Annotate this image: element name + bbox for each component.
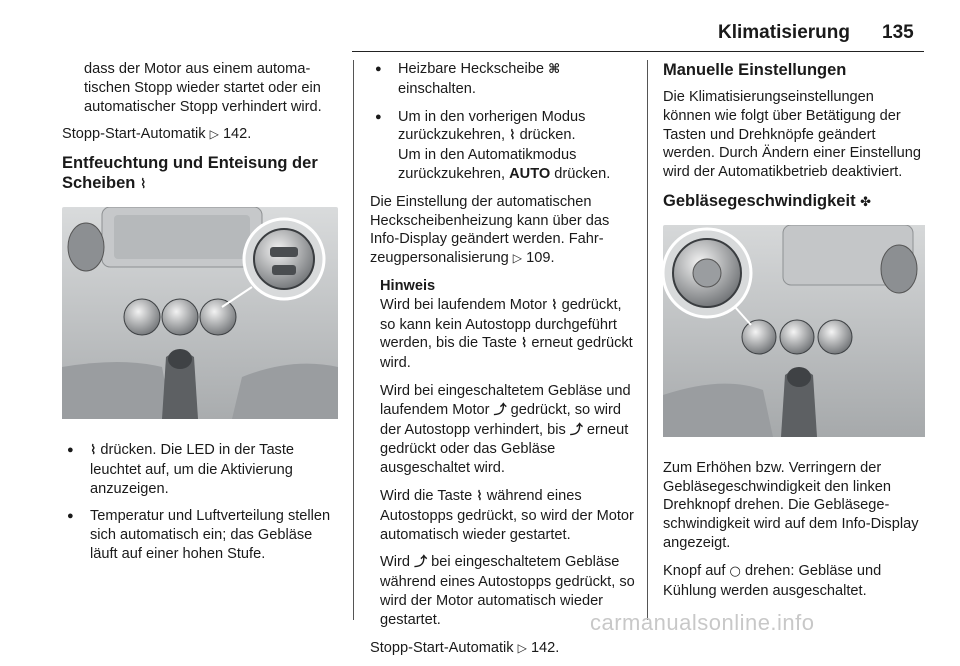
list-item: Temperatur und Luftverteilung stellen si… [62,507,340,563]
paragraph: Die Klimatisierungseinstellungen können … [663,89,921,181]
rear-window-heater-icon: ⌘ [548,62,561,77]
section-heading-fan-speed: Gebläsegeschwindigkeit ✤ [663,191,925,213]
note-block: Hinweis Wird bei laufendem Motor ⌇ gedrü… [370,277,636,630]
defrost-icon: ⌇ [509,128,516,144]
note-paragraph: Wird bei eingeschaltetem Gebläse und lau… [380,382,636,478]
paragraph: Knopf auf ○ drehen: Gebläse und Kühlung … [663,562,925,601]
column-3: Manuelle Einstellungen Die Klimatisierun… [663,60,925,609]
column-divider-2 [647,60,648,620]
list-item-text: drücken. Die LED in der Taste leuchtet a… [90,441,295,497]
column-1: dass der Motor aus einem automa­tischen … [62,60,340,573]
defrost-icon: ⌇ [90,442,97,458]
cross-reference: Stopp-Start-Automatik ▷ 142. [370,639,636,658]
defrost-icon: ⌇ [476,488,483,504]
note-paragraph: Wird bei laufendem Motor ⌇ gedrückt, so … [380,296,636,373]
note-text: Wird [380,554,410,571]
list-item: Um in den vorherigen Modus zurückzukehre… [370,108,636,184]
paragraph-text: Die Einstellung der automatischen Hecksc… [370,193,610,267]
note-text: gedrückt, so wird der Autostopp verhinde… [380,401,621,438]
list-item-text: drücken. [554,165,611,182]
note-text: erneut gedrückt wird. [380,335,633,372]
reference-page: 142. [222,126,252,143]
paragraph-continuation: dass der Motor aus einem automa­tischen … [84,61,322,115]
reference-arrow-icon: ▷ [517,640,527,655]
note-text: gedrückt, so kann kein Autostopp durchge… [380,296,622,352]
header-title: Klimatisierung [718,22,850,43]
reference-text: Stopp-Start-Automatik [62,126,206,143]
note-paragraph: Wird ⤴ bei eingeschaltetem Gebläse währe… [380,553,636,629]
section-heading-manual: Manuelle Einstellungen [663,61,847,79]
reference-arrow-icon: ▷ [209,127,219,142]
note-text: erneut gedrückt oder das Gebläse ausgesc… [380,421,629,477]
watermark-url: carmanualsonline.info [590,610,815,635]
list-item-text: Um in den Automatikmodus zurückzukehren, [398,147,577,182]
list-item-text: einschalten. [398,80,476,97]
defrost-icon: ⌇ [551,297,558,313]
reference-page: 109. [526,250,555,267]
list-item-text: Um in den vorherigen Modus zurückzukehre… [398,108,586,144]
note-title: Hinweis [380,277,436,294]
page-number: 135 [882,22,914,43]
recirculation-icon: ⤴ [569,422,583,438]
column-divider-1 [353,60,354,620]
list-item: ⌇ drücken. Die LED in der Taste leuchtet… [62,441,340,498]
note-text: Wird bei eingeschaltetem Gebläse und lau… [380,382,631,418]
paragraph-text: Knopf auf [663,562,726,579]
note-paragraph: Wird die Taste ⌇ während eines Autostopp… [380,487,636,544]
climate-control-photo [62,207,338,425]
header-rule [352,51,924,52]
reference-arrow-icon: ▷ [512,251,523,266]
note-text: bei eingeschaltetem Gebläse während eine… [380,554,635,628]
note-text: Wird die Taste [380,487,473,504]
paragraph-text: drehen: Gebläse und Kühlung werden ausge… [663,562,882,599]
cross-reference: Stopp-Start-Automatik ▷ 142. [62,125,340,144]
heading-text: Entfeuchtung und Enteisung der Scheiben [62,154,318,193]
paragraph: Zum Erhöhen bzw. Verringern der Gebläseg… [663,459,919,551]
recirculation-icon: ⤴ [414,555,428,571]
paragraph: Die Einstellung der automatischen Hecksc… [370,193,636,268]
recirculation-icon: ⤴ [493,402,507,418]
auto-label: AUTO [509,165,551,182]
list-item: Heizbare Heckscheibe ⌘ einschalten. [370,60,636,99]
list-item-text: Heizbare Heckscheibe [398,61,545,77]
fan-control-photo [663,224,939,443]
defrost-icon: ⌇ [139,177,147,193]
note-text: Wird bei laufendem Motor [380,296,548,313]
off-circle-icon: ○ [729,563,741,579]
note-text: während eines Autostopps gedrückt, so wi… [380,487,634,543]
column-2: Heizbare Heckscheibe ⌘ einschalten. Um i… [370,60,636,666]
defrost-icon: ⌇ [520,336,528,352]
fan-icon: ✤ [860,194,872,210]
list-item-text: drücken. [519,127,576,144]
section-heading-defrost: Entfeuchtung und Enteisung der Scheiben … [62,153,340,195]
heading-text: Gebläsegeschwindigkeit [663,191,856,210]
